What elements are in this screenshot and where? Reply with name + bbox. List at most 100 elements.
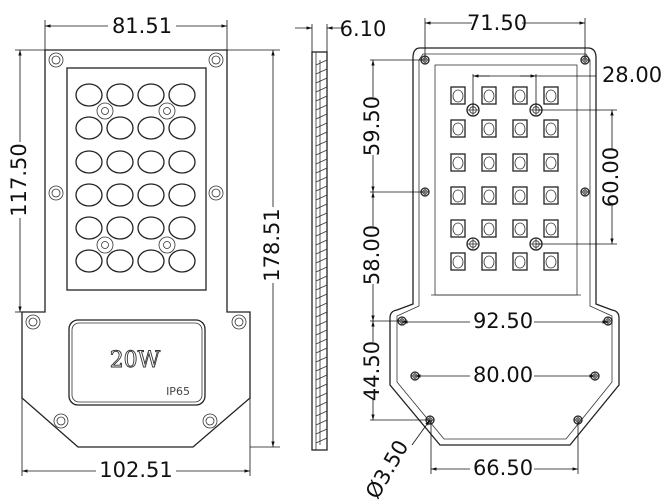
screw-icon [208, 185, 224, 201]
led-lens [137, 83, 165, 107]
led-lens [168, 83, 196, 107]
hatch-line [315, 401, 328, 408]
screw-head [51, 55, 61, 65]
hatch-line [315, 203, 328, 210]
hatch-line [315, 374, 328, 381]
back-led-chips [450, 86, 559, 271]
led-lens [168, 216, 196, 240]
hatch-line [315, 122, 328, 129]
led-chip-lens [452, 255, 464, 269]
led-lens [168, 150, 196, 174]
led-lens [137, 216, 165, 240]
led-lens [75, 216, 103, 240]
led-lens [75, 83, 103, 107]
led-chip-lens [483, 122, 495, 136]
hatch-line [315, 68, 328, 75]
svg-text:92.50: 92.50 [473, 309, 533, 333]
hatch-line [315, 239, 328, 246]
led-lens [106, 116, 134, 140]
hatch-line [315, 320, 328, 327]
led-chip-lens [545, 189, 557, 203]
led-chip-lens [452, 89, 464, 103]
led-lens [106, 183, 134, 207]
hatch-line [315, 293, 328, 300]
svg-text:117.50: 117.50 [7, 143, 31, 216]
front-view: 20W IP65 81.51 117.50 178.51 102.51 [7, 14, 285, 483]
svg-text:60.00: 60.00 [599, 147, 623, 207]
module-screw-hole [163, 107, 171, 115]
hatch-line [315, 419, 328, 426]
dim-top-width: 81.51 [44, 14, 228, 50]
dim-module-hole-spacing-x: 28.00 [472, 63, 662, 110]
label-plate [68, 319, 206, 406]
svg-text:81.51: 81.51 [112, 14, 172, 38]
side-hatching [315, 59, 328, 444]
screw-head [211, 55, 221, 65]
dim-hole-diameter: Ø3.50 [361, 419, 431, 503]
hatch-line [315, 437, 328, 444]
led-lens [137, 249, 165, 273]
led-chip [512, 186, 528, 205]
back-view: 71.50 28.00 60.00 59.50 58. [360, 11, 662, 503]
hatch-line [315, 311, 328, 318]
led-chip-lens [452, 222, 464, 236]
hatch-line [315, 113, 328, 120]
led-chip-lens [483, 189, 495, 203]
led-chip-lens [452, 156, 464, 170]
hatch-line [315, 266, 328, 273]
hatch-line [315, 131, 328, 138]
svg-text:6.10: 6.10 [340, 17, 387, 41]
svg-text:80.00: 80.00 [473, 363, 533, 387]
hatch-line [315, 356, 328, 363]
svg-text:178.51: 178.51 [260, 208, 284, 281]
led-chip-lens [545, 89, 557, 103]
label-plate-inner [71, 322, 203, 403]
led-lens [75, 249, 103, 273]
module-screw-boss [158, 236, 176, 254]
hatch-line [315, 275, 328, 282]
led-chip-lens [514, 89, 526, 103]
led-chip [481, 86, 497, 105]
hatch-line [315, 284, 328, 291]
led-chip [543, 252, 559, 271]
hatch-line [315, 95, 328, 102]
hatch-line [315, 383, 328, 390]
dim-upper-vertical: 59.50 [360, 96, 384, 156]
hatch-line [315, 428, 328, 435]
led-chip-lens [545, 255, 557, 269]
power-label: 20W [110, 348, 161, 373]
led-chip-lens [483, 255, 495, 269]
led-lens [168, 116, 196, 140]
hatch-line [315, 158, 328, 165]
led-chip [543, 186, 559, 205]
led-chip-lens [483, 89, 495, 103]
hatch-line [315, 185, 328, 192]
led-chip [543, 86, 559, 105]
led-chip-lens [514, 156, 526, 170]
hatch-line [315, 329, 328, 336]
svg-text:66.50: 66.50 [473, 456, 533, 480]
led-chip-lens [483, 156, 495, 170]
led-lens [106, 249, 134, 273]
dim-thickness: 6.10 [295, 17, 386, 52]
led-chip [481, 186, 497, 205]
hatch-line [315, 86, 328, 93]
screw-icon [53, 413, 69, 429]
led-chip-lens [545, 156, 557, 170]
hatch-line [315, 149, 328, 156]
screw-head [234, 317, 244, 327]
led-lens [106, 83, 134, 107]
side-view: 6.10 [295, 17, 386, 451]
led-chip-lens [452, 189, 464, 203]
led-chip-lens [545, 122, 557, 136]
led-lens [168, 183, 196, 207]
screw-head [28, 317, 38, 327]
led-lens [168, 249, 196, 273]
screw-head [205, 416, 215, 426]
module-screw-boss [96, 102, 114, 120]
svg-text:28.00: 28.00 [602, 63, 662, 87]
screw-icon [48, 52, 64, 68]
led-chip [450, 86, 466, 105]
hatch-line [315, 104, 328, 111]
